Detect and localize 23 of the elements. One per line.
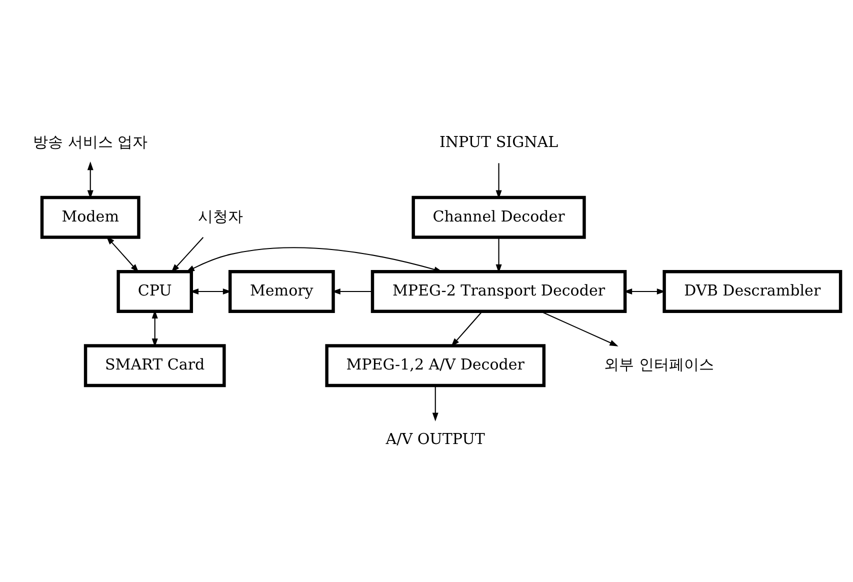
arrow bbox=[496, 162, 502, 198]
node-box: DVB Descrambler bbox=[662, 270, 842, 312]
arrow bbox=[432, 385, 438, 421]
node-text: 시청자 bbox=[198, 206, 243, 225]
arrow bbox=[496, 236, 502, 272]
node-box: MPEG-2 Transport Decoder bbox=[370, 270, 627, 312]
node-box: CPU bbox=[116, 270, 193, 312]
arrow bbox=[332, 288, 372, 294]
node-text: A/V OUTPUT bbox=[386, 429, 485, 448]
node-text: 방송 서비스 업자 bbox=[33, 132, 148, 151]
arrow bbox=[106, 236, 139, 272]
node-text: 외부 인터페이스 bbox=[604, 355, 714, 374]
arrow bbox=[540, 310, 618, 346]
node-box: MPEG-1,2 A/V Decoder bbox=[325, 344, 546, 387]
node-box: SMART Card bbox=[84, 344, 226, 387]
node-box: Channel Decoder bbox=[412, 195, 586, 238]
arrow bbox=[451, 310, 483, 346]
arrow bbox=[171, 236, 204, 272]
node-box: Modem bbox=[40, 195, 140, 238]
node-box: Memory bbox=[228, 270, 335, 312]
arrow bbox=[186, 246, 443, 272]
arrow bbox=[87, 161, 94, 198]
node-text: INPUT SIGNAL bbox=[439, 132, 558, 151]
